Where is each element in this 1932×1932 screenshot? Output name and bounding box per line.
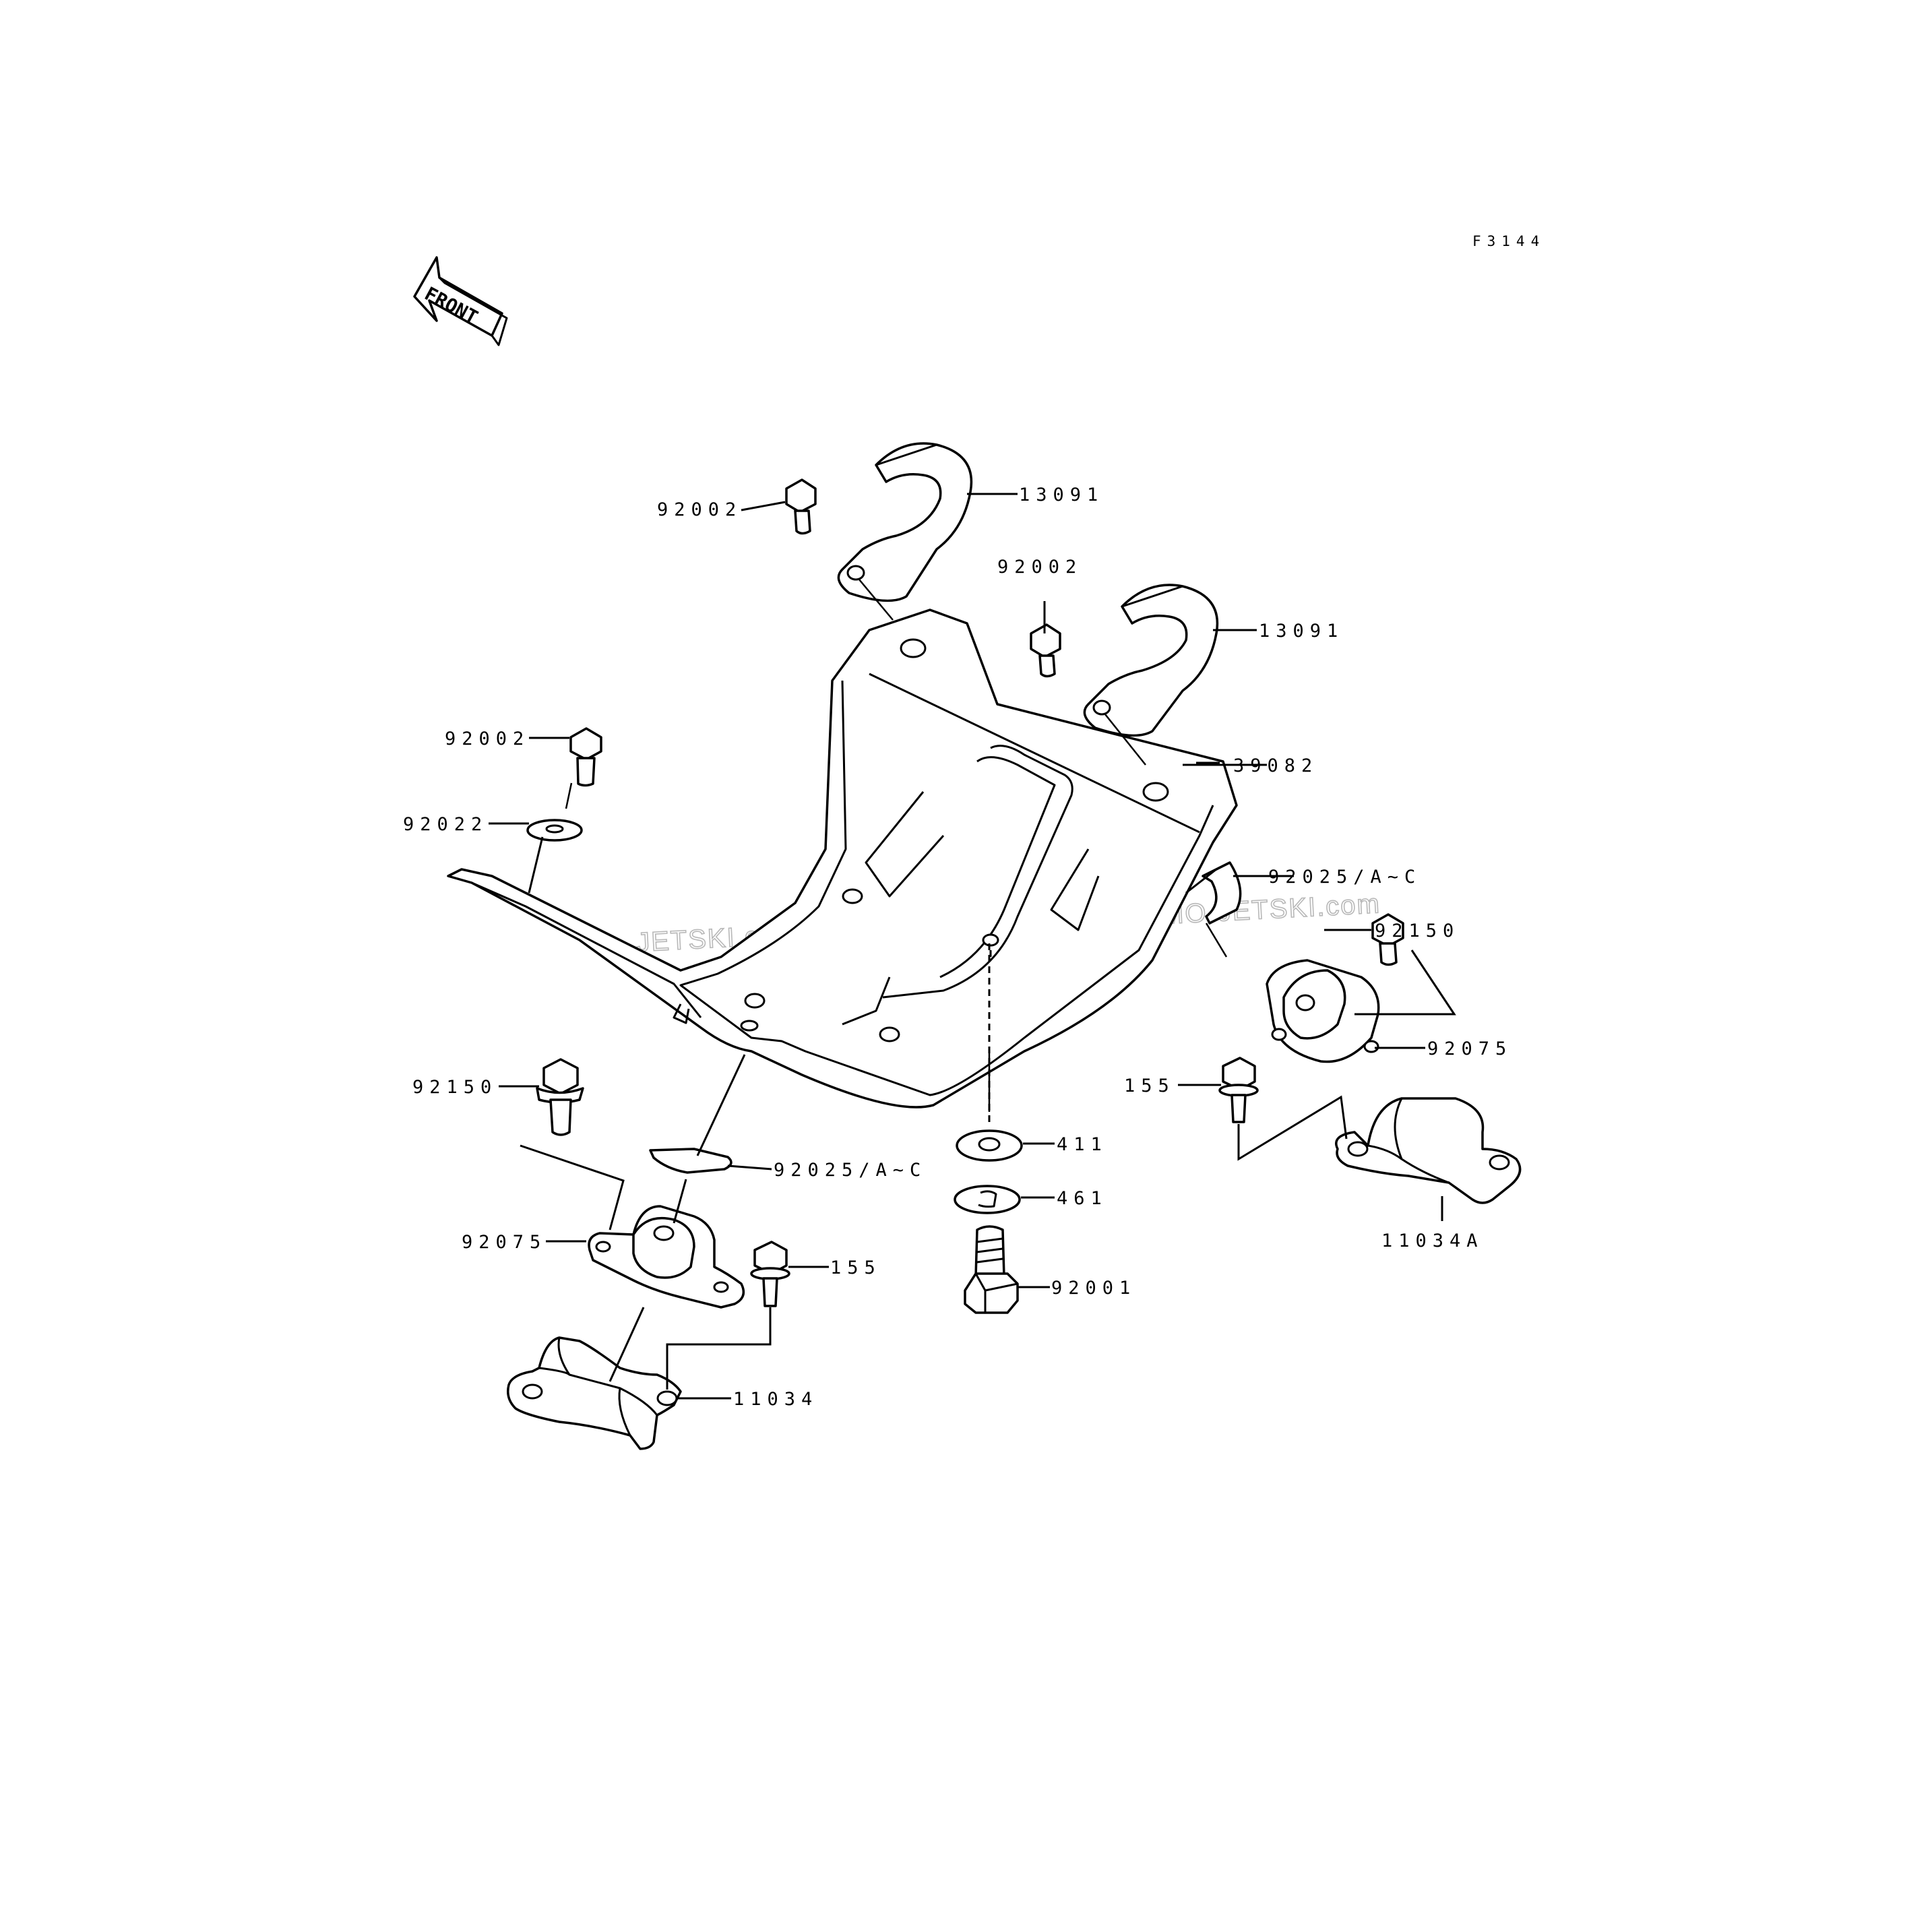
- washer-411: [956, 1129, 1023, 1162]
- engine-mount-92075-right: [1266, 959, 1380, 1063]
- label-shim-92025: 92025/A~C: [1268, 867, 1421, 887]
- bracket-hole: [744, 993, 766, 1009]
- bracket-hole: [740, 1020, 759, 1032]
- label-shim-92025: 92025/A~C: [774, 1160, 927, 1181]
- engine-bracket-39082: [447, 609, 1238, 1109]
- engine-mount-92075-left: [588, 1205, 745, 1309]
- screw-155-right: [1218, 1057, 1259, 1123]
- bracket-hole: [879, 1026, 900, 1042]
- mount-bracket-11034A: [1335, 1097, 1522, 1204]
- label-clamp-13091: 13091: [1019, 485, 1104, 505]
- label-screw-155: 155: [1124, 1076, 1175, 1096]
- mount-bracket-11034: [507, 1336, 682, 1450]
- bolt-92002-top-right: [1030, 623, 1061, 678]
- exhaust-clamp-13091-right: [1083, 584, 1219, 737]
- callout-labels: 92002 13091 92002 13091 39082 92002 9202…: [403, 485, 1512, 1410]
- bracket-hole: [842, 888, 863, 904]
- bracket-hole: [900, 638, 927, 658]
- bolt-92150-left: [536, 1058, 584, 1136]
- label-bolt-92001: 92001: [1051, 1278, 1136, 1299]
- label-bracket-11034A: 11034A: [1381, 1230, 1484, 1251]
- label-bolt-92150: 92150: [1375, 921, 1460, 941]
- bolt-92001: [964, 1225, 1019, 1314]
- lock-washer-461: [954, 1185, 1021, 1214]
- label-screw-155: 155: [830, 1257, 881, 1278]
- label-bolt-92002: 92002: [657, 499, 742, 520]
- screw-155-left: [750, 1241, 790, 1307]
- figure-code: F3144: [1472, 233, 1545, 249]
- label-mount-92075: 92075: [1427, 1038, 1512, 1059]
- label-bracket-11034: 11034: [733, 1389, 818, 1410]
- shim-92025-left: [649, 1148, 733, 1174]
- label-lock-washer-461: 461: [1057, 1188, 1108, 1209]
- bolt-92150-right: [1371, 913, 1404, 966]
- label-washer-411: 411: [1057, 1134, 1108, 1155]
- label-bolt-92150: 92150: [412, 1077, 497, 1098]
- label-washer-92022: 92022: [403, 814, 488, 835]
- bolt-92002-left: [569, 727, 602, 787]
- front-direction-arrow-icon: FRONT: [413, 256, 508, 346]
- label-clamp-13091: 13091: [1259, 621, 1344, 642]
- exhaust-clamp-13091-left: [837, 442, 973, 602]
- label-bolt-92002: 92002: [997, 557, 1082, 578]
- leader-lines: [489, 493, 1456, 1400]
- label-mount-92075: 92075: [462, 1232, 547, 1253]
- bracket-hole: [1142, 782, 1169, 802]
- label-bolt-92002: 92002: [445, 728, 530, 749]
- bolt-92002-top-left: [785, 478, 817, 535]
- label-bracket-39082: 39082: [1233, 755, 1318, 776]
- washer-92022: [526, 819, 583, 842]
- bracket-hole: [982, 933, 999, 947]
